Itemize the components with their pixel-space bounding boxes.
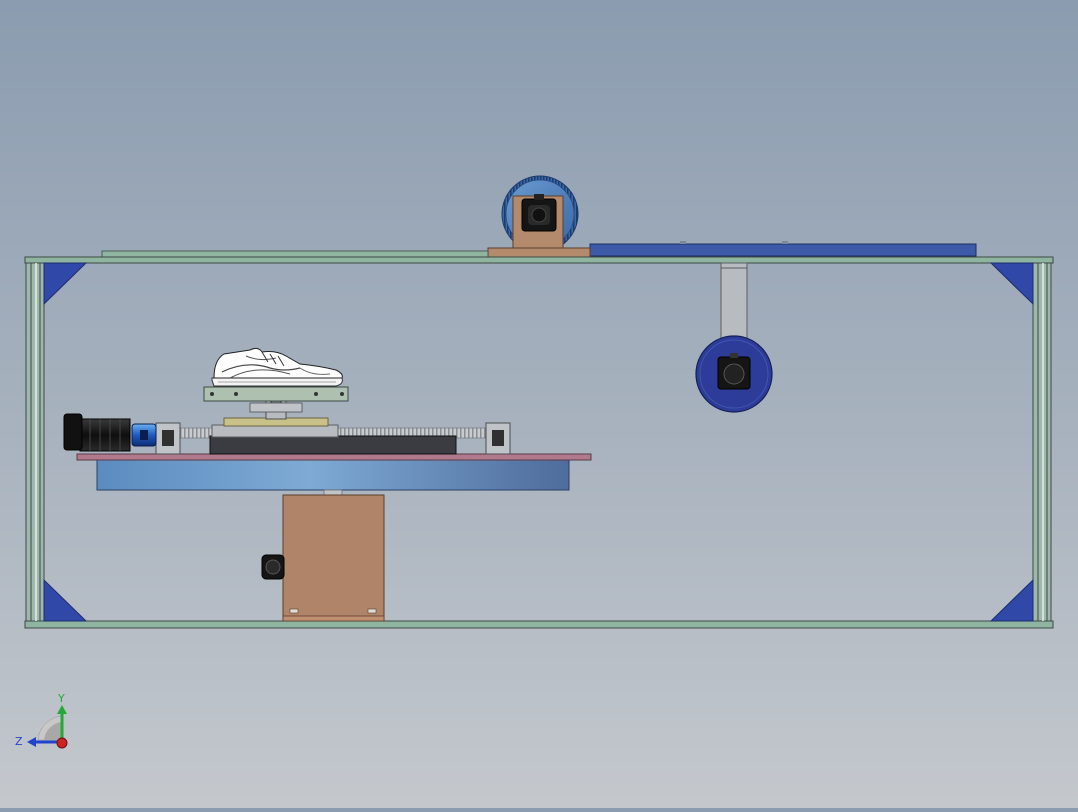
frame-bottom-beam [24,620,1054,629]
table-top-plate [76,453,592,461]
rotary-table[interactable] [76,453,592,497]
top-left-rail [101,250,489,258]
servo-motor [79,418,131,452]
linear-slide[interactable] [63,413,511,455]
slide-carriage-body [209,435,457,455]
machine-frame [24,256,1054,629]
base-gearbox[interactable] [261,494,385,622]
gusset-bottom-right [989,578,1034,622]
shoe-holder[interactable] [203,386,349,420]
sneaker-upper [213,347,343,379]
top-motor-base [487,247,591,258]
rotary-disk [96,458,570,491]
gusset-top-left [43,262,88,306]
triad-x-axis [56,737,68,749]
top-gear-assembly[interactable] [501,175,579,253]
shoe-clamp-plate [203,386,349,402]
frame-left-column [25,262,45,622]
sneaker-icon [211,347,343,387]
frame-top-beam [24,256,1054,264]
gusset-top-right [989,262,1034,306]
frame-right-column [1032,262,1052,622]
coordinate-triad-icon: Y Z [15,692,68,749]
servo-motor-encoder [63,413,83,451]
triad-y-label: Y [57,692,65,705]
hanging-wheel-assembly[interactable] [695,262,773,413]
gearbox-housing [282,494,385,622]
triad-z-label: Z [15,735,23,748]
gusset-bottom-left [43,578,88,622]
top-right-plate [589,243,977,257]
hanger-post [720,262,748,344]
